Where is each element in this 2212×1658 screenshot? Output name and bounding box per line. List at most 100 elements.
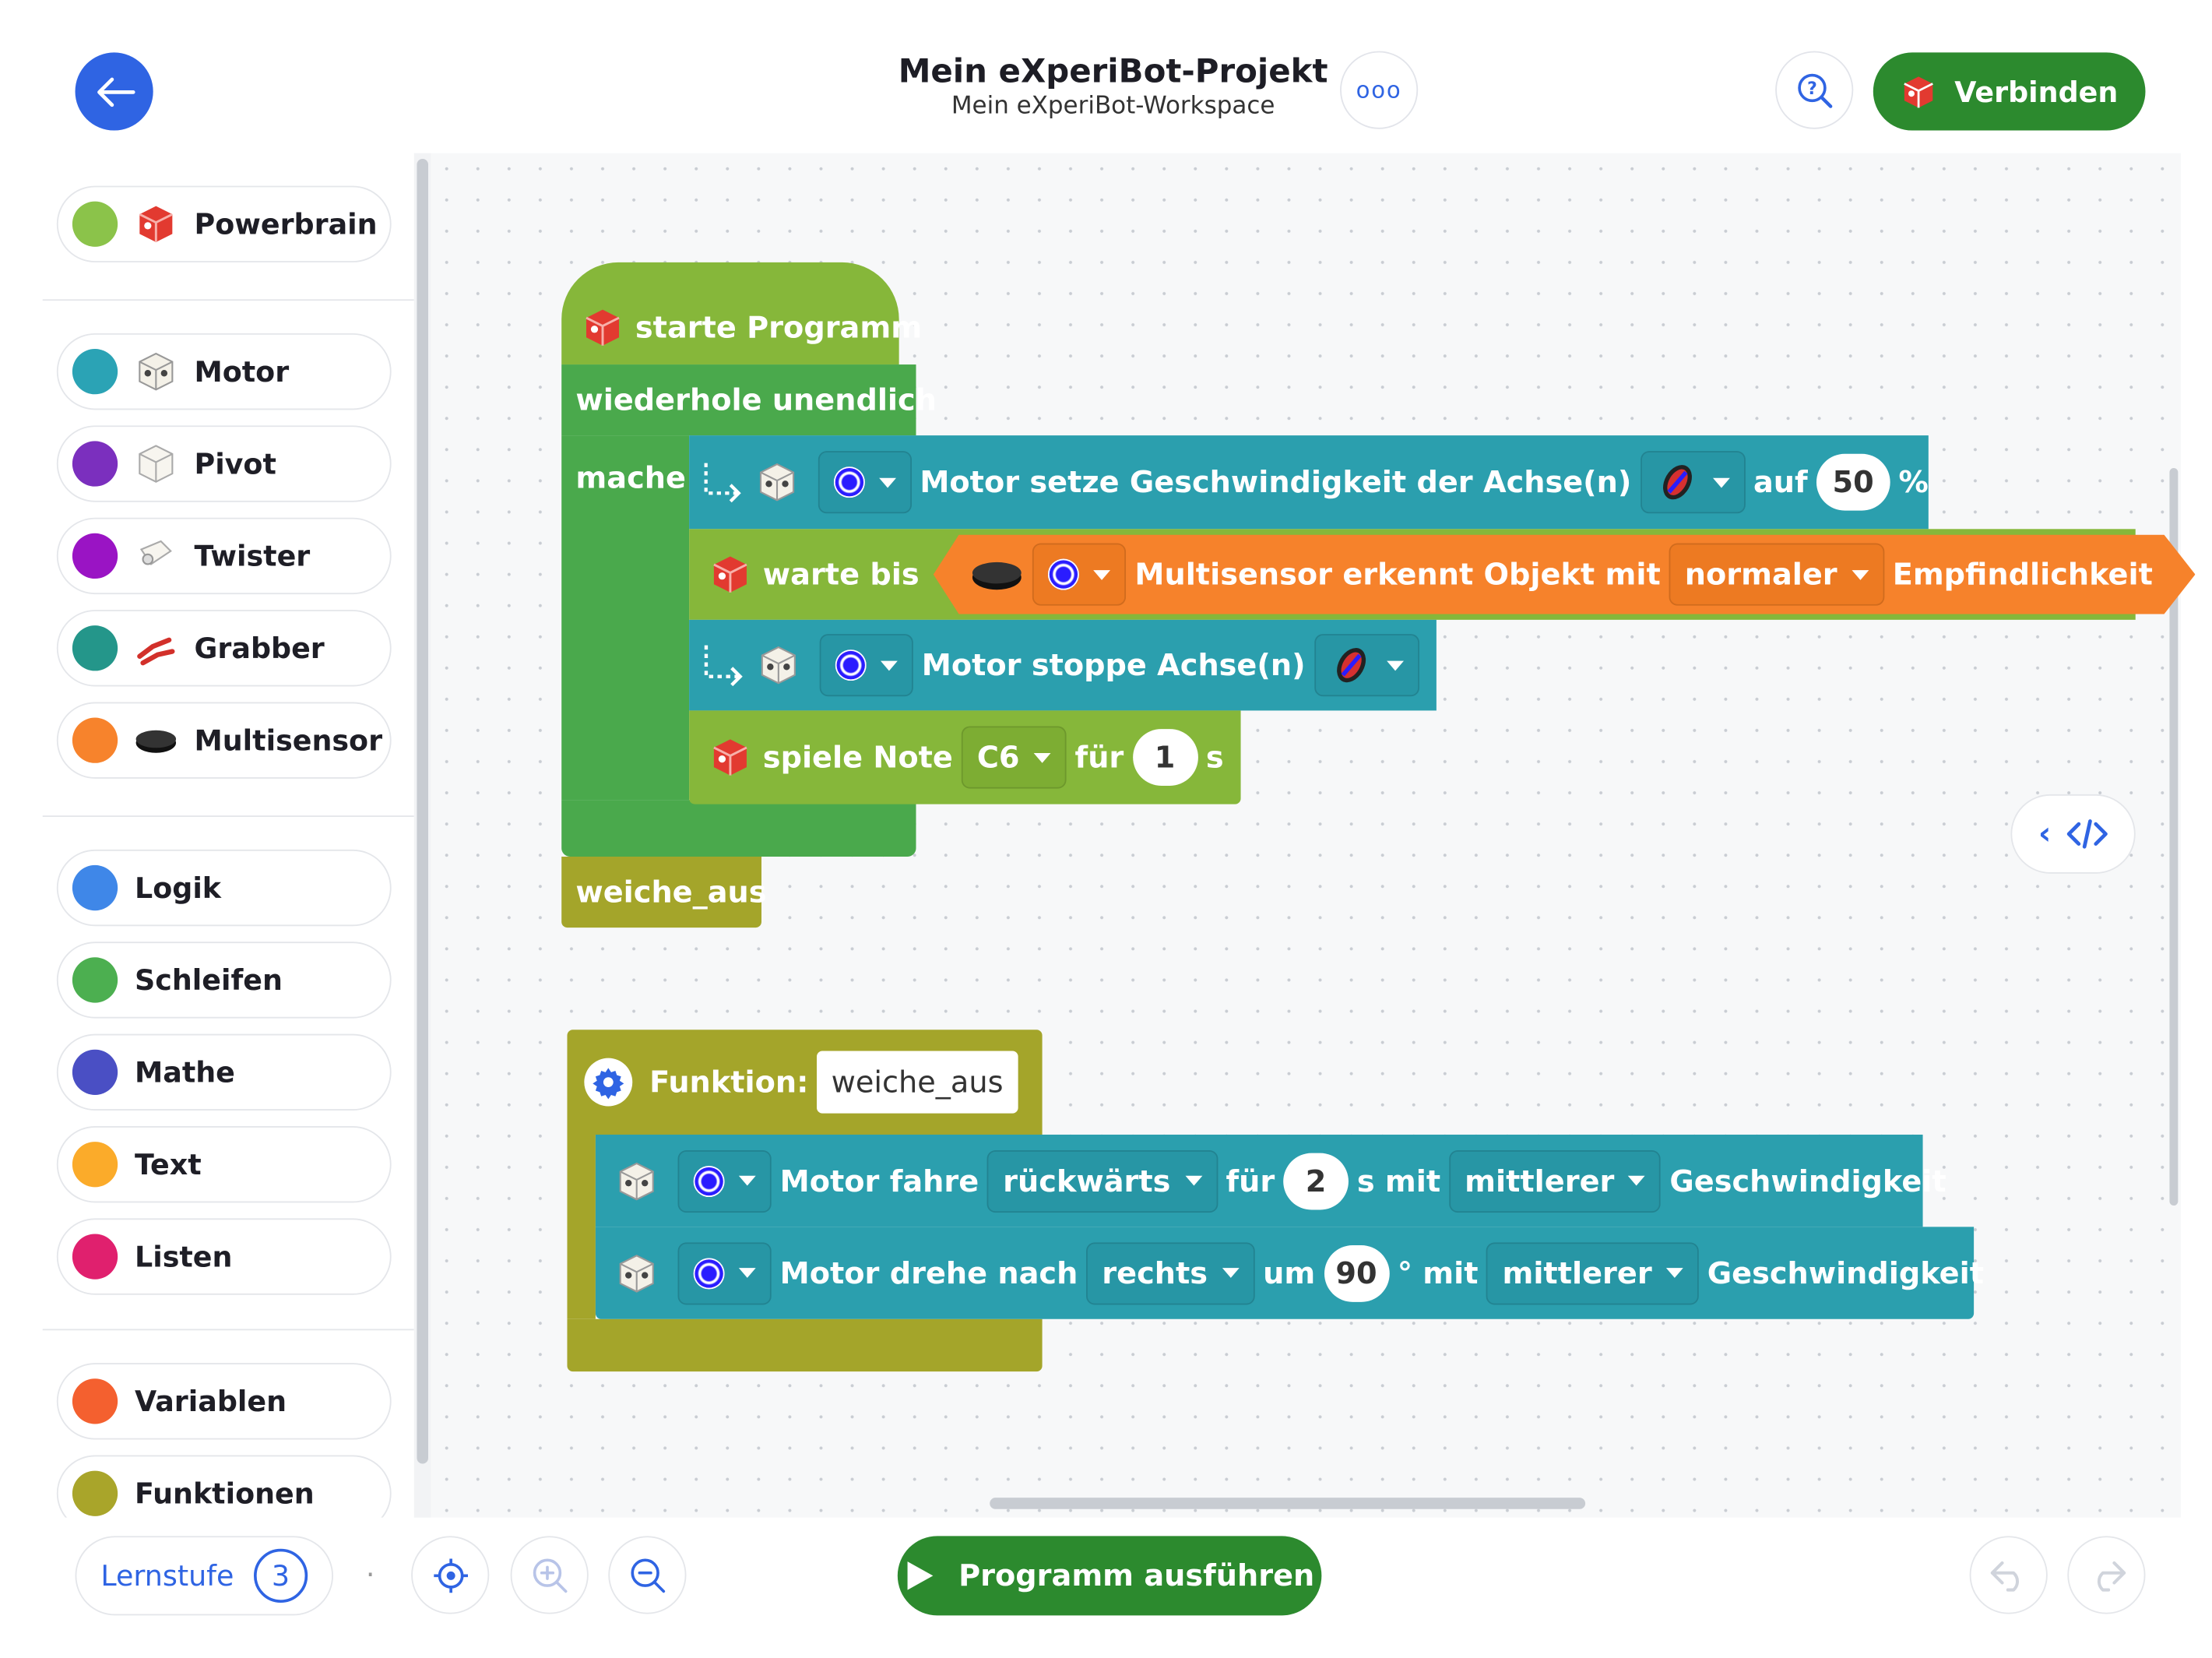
turn-speed-dropdown[interactable]: mittlerer (1486, 1241, 1699, 1304)
workspace-horizontal-scrollbar[interactable] (990, 1498, 1586, 1509)
function-name-input[interactable]: weiche_aus (817, 1051, 1018, 1114)
motor-cube-icon (755, 461, 798, 504)
zoom-in-button[interactable] (510, 1536, 589, 1614)
speed-value-input[interactable]: 50 (1816, 453, 1890, 511)
motor-stop-label: Motor stoppe Achse(n) (921, 648, 1306, 682)
sidebar-divider (42, 299, 414, 301)
direction-dropdown[interactable]: rückwärts (987, 1149, 1218, 1213)
play-note-block[interactable]: spiele Note C6 für 1 s (689, 710, 1241, 804)
motor-port-dropdown[interactable] (677, 1241, 772, 1304)
sidebar-divider (42, 1329, 414, 1331)
motor-port-dropdown[interactable] (818, 451, 912, 514)
project-title: Mein eXperiBot-Projekt (898, 54, 1328, 91)
category-listen[interactable]: Listen (56, 1218, 392, 1295)
drive-duration-input[interactable]: 2 (1283, 1152, 1349, 1209)
run-program-button[interactable]: Programm ausführen (897, 1536, 1322, 1616)
motor-turn-block[interactable]: Motor drehe nach rechts um 90 ° mit mitt… (595, 1227, 1984, 1319)
category-variablen[interactable]: Variablen (56, 1363, 392, 1440)
category-powerbrain[interactable]: Powerbrain (56, 185, 392, 262)
category-sidebar: Powerbrain Motor Pivot Twister Grabber M… (42, 153, 414, 1518)
category-text[interactable]: Text (56, 1126, 392, 1203)
motor-set-speed-block[interactable]: Motor setze Geschwindigkeit der Achse(n)… (689, 435, 1929, 530)
percent-label: % (1898, 465, 1929, 500)
help-button[interactable]: ? (1775, 51, 1854, 129)
recenter-button[interactable] (411, 1536, 490, 1614)
category-color-dot (72, 349, 118, 395)
sensor-detect-label: Multisensor erkennt Objekt mit (1134, 557, 1661, 592)
turn-speed-suffix-label: Geschwindigkeit (1707, 1255, 1985, 1290)
chevron-down-icon (1222, 1268, 1240, 1278)
turn-speed-value: mittlerer (1502, 1255, 1652, 1290)
note-dropdown[interactable]: C6 (961, 726, 1067, 789)
undo-button[interactable] (1969, 1536, 2048, 1614)
play-note-label: spiele Note (762, 740, 953, 775)
code-view-toggle[interactable]: ‹ (2010, 794, 2136, 874)
motor-link-icon (704, 645, 743, 687)
play-icon (907, 1561, 934, 1590)
motor-drive-block[interactable]: Motor fahre rückwärts für 2 s mit mittle… (595, 1134, 1946, 1227)
category-motor[interactable]: Motor (56, 333, 392, 410)
back-button[interactable] (75, 52, 153, 131)
category-logik[interactable]: Logik (56, 849, 392, 927)
powerbrain-cube-icon (1904, 76, 1934, 107)
wait-until-block[interactable]: warte bis Multisensor erkennt Objekt mit… (689, 529, 2136, 620)
category-color-dot (72, 441, 118, 487)
seconds-label: s (1205, 740, 1224, 775)
category-schleifen[interactable]: Schleifen (56, 942, 392, 1019)
axis-dropdown[interactable] (1640, 451, 1746, 514)
port-ring-icon (833, 466, 865, 498)
turn-angle-input[interactable]: 90 (1324, 1244, 1389, 1301)
sensitivity-dropdown[interactable]: normaler (1669, 544, 1884, 606)
axis-dropdown[interactable] (1313, 634, 1419, 697)
category-label: Funktionen (135, 1476, 315, 1511)
turn-direction-dropdown[interactable]: rechts (1086, 1241, 1255, 1304)
workspace-vertical-scrollbar[interactable] (2169, 467, 2179, 1206)
chevron-down-icon (1628, 1175, 1646, 1186)
chevron-down-icon (1712, 477, 1730, 488)
chevron-down-icon (878, 477, 896, 488)
motor-speed-label: Motor setze Geschwindigkeit der Achse(n) (920, 465, 1632, 500)
note-value: C6 (976, 740, 1020, 775)
turn-direction-value: rechts (1102, 1255, 1208, 1290)
powerbrain-cube-icon (135, 202, 178, 245)
motor-cube-icon (135, 350, 178, 393)
repeat-forever-block[interactable]: wiederhole unendlich (561, 364, 937, 436)
connect-button[interactable]: Verbinden (1873, 52, 2146, 131)
zoom-out-button[interactable] (608, 1536, 687, 1614)
multisensor-detect-block[interactable]: Multisensor erkennt Objekt mit normaler … (934, 535, 2196, 614)
start-program-block[interactable]: starte Programm (561, 262, 922, 365)
sidebar-scrollbar[interactable] (417, 158, 429, 1464)
motor-port-dropdown[interactable] (819, 634, 913, 697)
category-funktionen[interactable]: Funktionen (56, 1455, 392, 1518)
pivot-cube-icon (135, 442, 178, 485)
repeat-body-arm: mache (561, 435, 690, 801)
axis-icon (1662, 465, 1692, 500)
category-pivot[interactable]: Pivot (56, 425, 392, 502)
function-block-footer (567, 1318, 1043, 1372)
category-color-dot (72, 1470, 118, 1516)
chevron-down-icon (738, 1175, 756, 1186)
category-mathe[interactable]: Mathe (56, 1033, 392, 1111)
speed-dropdown[interactable]: mittlerer (1449, 1149, 1662, 1213)
speed-value: mittlerer (1465, 1163, 1615, 1199)
direction-value: rückwärts (1003, 1163, 1171, 1199)
motor-port-dropdown[interactable] (677, 1149, 772, 1213)
function-definition-block[interactable]: Funktion: weiche_aus (567, 1030, 1043, 1135)
sensor-port-dropdown[interactable] (1032, 544, 1126, 606)
workspace-subtitle: Mein eXperiBot-Workspace (951, 92, 1275, 121)
category-twister[interactable]: Twister (56, 517, 392, 595)
category-grabber[interactable]: Grabber (56, 610, 392, 687)
more-options-button[interactable]: ooo (1340, 51, 1419, 129)
call-function-block[interactable]: weiche_aus (561, 857, 767, 928)
note-duration-input[interactable]: 1 (1132, 729, 1198, 786)
motor-stop-block[interactable]: Motor stoppe Achse(n) (689, 619, 1437, 711)
chevron-down-icon (1094, 569, 1111, 579)
category-color-dot (72, 717, 118, 763)
chevron-down-icon (1386, 660, 1404, 671)
redo-button[interactable] (2067, 1536, 2146, 1614)
do-label: mache (575, 460, 686, 495)
category-multisensor[interactable]: Multisensor (56, 702, 392, 779)
level-selector[interactable]: Lernstufe 3 (75, 1536, 333, 1616)
port-ring-icon (1048, 559, 1079, 590)
chevron-down-icon (1033, 752, 1051, 762)
